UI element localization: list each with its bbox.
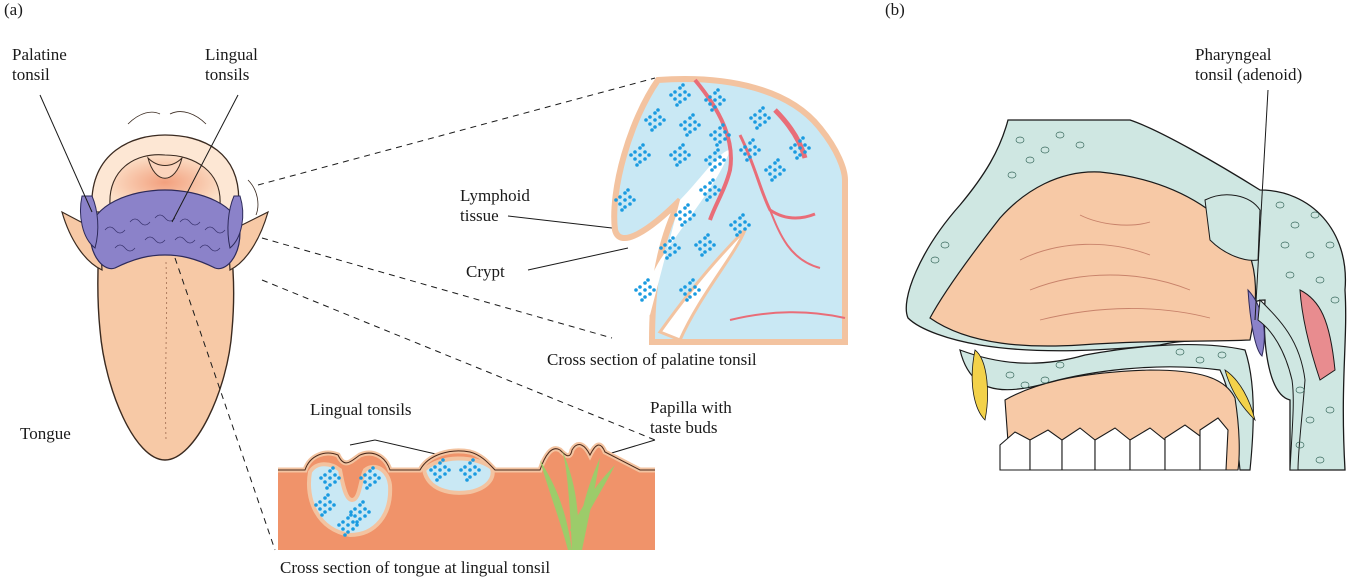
caption-palatine-cross-section: Cross section of palatine tonsil bbox=[547, 350, 757, 370]
label-lingual-tonsils-bottom: Lingual tonsils bbox=[310, 400, 412, 420]
panel-tag-a: (a) bbox=[4, 0, 23, 20]
lingual-cross-section bbox=[278, 445, 655, 550]
label-lingual-tonsils-top: Lingual tonsils bbox=[205, 45, 258, 85]
label-tongue: Tongue bbox=[20, 424, 71, 444]
caption-lingual-cross-section: Cross section of tongue at lingual tonsi… bbox=[280, 558, 550, 578]
motion-line-left bbox=[128, 112, 160, 124]
motion-line-right bbox=[170, 112, 206, 124]
tongue-illustration bbox=[62, 112, 268, 460]
label-pharyngeal-tonsil: Pharyngeal tonsil (adenoid) bbox=[1195, 45, 1302, 85]
label-palatine-tonsil: Palatine tonsil bbox=[12, 45, 67, 85]
label-papilla-taste-buds: Papilla with taste buds bbox=[650, 398, 732, 438]
panel-tag-b: (b) bbox=[885, 0, 905, 20]
motion-line-right-2 bbox=[248, 180, 258, 215]
head-sagittal-section bbox=[906, 120, 1345, 470]
label-lymphoid-tissue: Lymphoid tissue bbox=[460, 186, 530, 226]
palatine-cross-section bbox=[614, 79, 845, 342]
label-crypt: Crypt bbox=[466, 262, 505, 282]
